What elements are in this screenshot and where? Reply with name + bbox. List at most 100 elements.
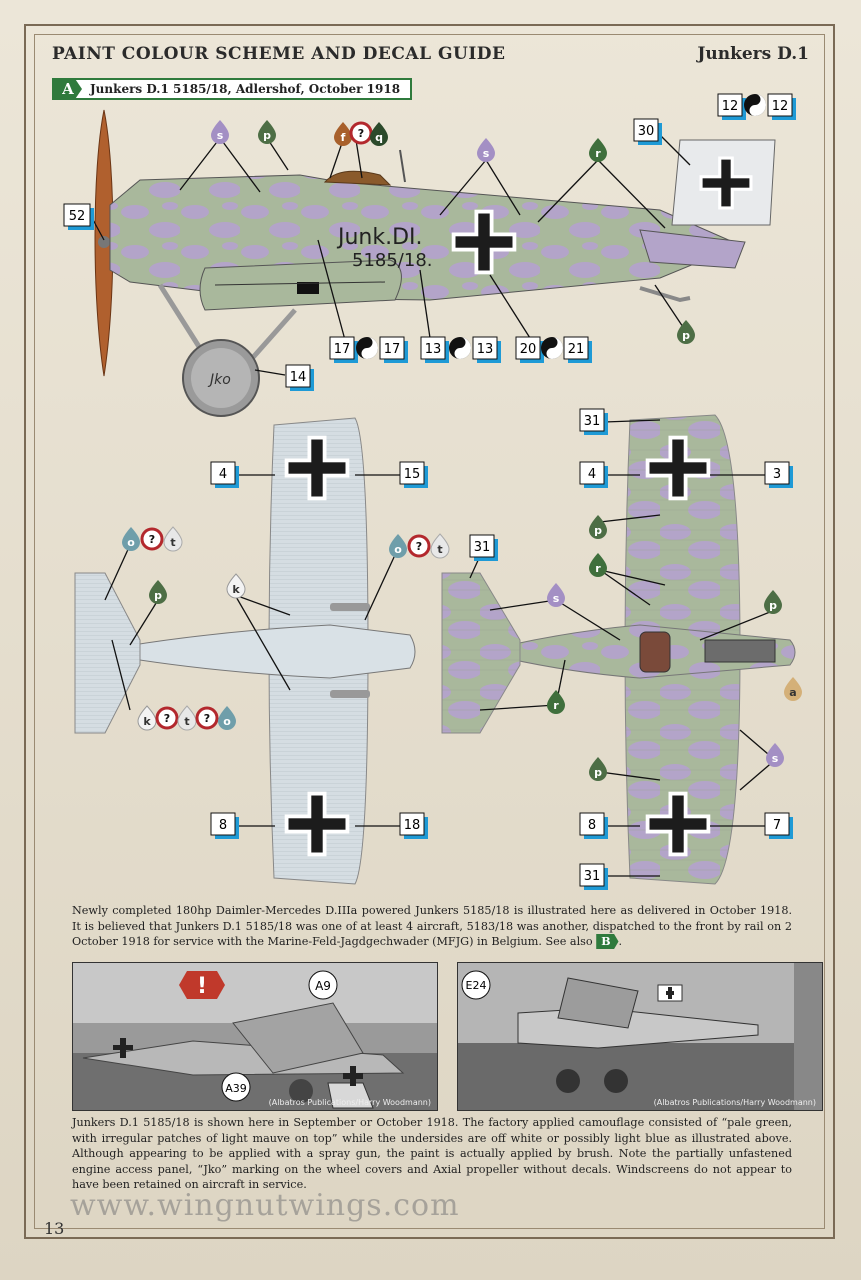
paint-drop-o1: o (122, 527, 140, 551)
paint-drop-p2: p (677, 320, 695, 344)
paint-drop-t2: t (430, 533, 450, 559)
svg-text:q: q (375, 131, 383, 144)
aircraft-type-title: Junkers D.1 (697, 44, 809, 64)
photo-1-image: ! A9 A39 (73, 963, 437, 1110)
svg-text:12: 12 (772, 99, 789, 114)
svg-text:p: p (769, 599, 777, 612)
svg-text:p: p (682, 329, 690, 342)
svg-text:r: r (595, 562, 601, 575)
svg-text:o: o (223, 715, 231, 728)
paint-drop-p4: p (589, 515, 607, 539)
decal-callout-4a: 4 (210, 461, 239, 488)
svg-text:?: ? (149, 533, 155, 546)
svg-text:a: a (789, 686, 796, 699)
photo-2-image: E24 (458, 963, 794, 1110)
scheme-letter-badge: A (54, 80, 82, 98)
both-sides-icons (356, 94, 766, 359)
decal-callout-20: 20 (515, 336, 544, 363)
decal-callout-31c: 31 (579, 863, 608, 890)
paint-unknown-u4: ? (195, 706, 219, 730)
paint-unknown: ? (349, 121, 373, 145)
reference-photo-2: E24 (Albatros Publications/Harry Woodman… (457, 962, 823, 1111)
page-frame-outer (24, 24, 835, 1239)
description-paragraph-1: Newly completed 180hp Daimler-Mercedes D… (72, 904, 792, 949)
svg-text:12: 12 (722, 99, 739, 114)
svg-text:3: 3 (773, 467, 781, 482)
paint-drop-r3: r (547, 690, 565, 714)
decal-callout-31b: 31 (469, 534, 498, 561)
scheme-banner: A Junkers D.1 5185/18, Adlershof, Octobe… (52, 78, 413, 100)
decal-callout-17b: 17 (379, 336, 408, 363)
website-watermark: www.wingnutwings.com (70, 1188, 460, 1223)
photo-callout-e24: E24 (466, 979, 487, 992)
paint-drop-t3: t (177, 705, 197, 731)
svg-text:p: p (263, 129, 271, 142)
svg-text:f: f (341, 131, 346, 144)
photo-2-credit: (Albatros Publications/Harry Woodmann) (653, 1098, 816, 1107)
paint-drop-p3: p (149, 580, 167, 604)
scheme-b-link[interactable]: B (596, 934, 619, 949)
engine-top (704, 639, 776, 663)
svg-text:t: t (170, 536, 175, 549)
svg-text:13: 13 (425, 342, 442, 357)
svg-text:p: p (594, 766, 602, 779)
reference-photo-1: ! A9 A39 (Albatros Publications/Harry Wo… (72, 962, 438, 1111)
wing-access-panel (297, 282, 319, 294)
svg-text:15: 15 (404, 467, 421, 482)
paint-drop-r: r (589, 138, 607, 162)
side-callouts: 52 17 17 13 13 20 21 14 30 12 12 (63, 93, 796, 391)
svg-text:30: 30 (638, 124, 655, 139)
decal-callout-15: 15 (399, 461, 428, 488)
decal-callout-31a: 31 (579, 408, 608, 435)
svg-text:k: k (232, 583, 240, 596)
decal-callout-14: 14 (285, 364, 314, 391)
paint-unknown-u2: ? (407, 534, 431, 558)
decal-callout-12a: 12 (717, 93, 746, 120)
paint-drop-r2: r (589, 553, 607, 577)
paint-drop-k2: k (137, 705, 157, 731)
decal-callout-18: 18 (399, 812, 428, 839)
decal-callout-13b: 13 (472, 336, 501, 363)
decal-callout-3: 3 (764, 461, 793, 488)
svg-text:s: s (217, 129, 224, 142)
paint-drop-p: p (258, 120, 276, 144)
paint-drop-a: a (784, 677, 802, 701)
page-frame-inner (34, 34, 825, 1229)
top-plan (441, 414, 796, 885)
decal-callout-13a: 13 (420, 336, 449, 363)
decal-callout-8a: 8 (210, 812, 239, 839)
underside-tailplane (74, 572, 141, 734)
svg-text:31: 31 (474, 540, 491, 555)
svg-text:31: 31 (584, 869, 601, 884)
page-title: PAINT COLOUR SCHEME AND DECAL GUIDE (52, 44, 506, 64)
fuselage-marking: Junk.DI. (336, 225, 423, 250)
svg-text:o: o (127, 536, 135, 549)
svg-text:4: 4 (219, 467, 227, 482)
svg-text:r: r (553, 699, 559, 712)
paint-drop-s4: s (766, 743, 784, 767)
top-fuselage (479, 624, 796, 679)
svg-text:8: 8 (219, 818, 227, 833)
warning-callout: ! (197, 974, 207, 999)
svg-text:13: 13 (477, 342, 494, 357)
description-paragraph-2: Junkers D.1 5185/18 is shown here in Sep… (72, 1116, 792, 1191)
decal-callout-12b: 12 (767, 93, 796, 120)
svg-text:4: 4 (588, 467, 596, 482)
paint-drop-s2: s (477, 138, 495, 162)
photo-1-credit: (Albatros Publications/Harry Woodmann) (268, 1098, 431, 1107)
svg-text:k: k (143, 715, 151, 728)
paint-unknown-u1: ? (140, 527, 164, 551)
paint-drop-f: f (334, 122, 352, 146)
cockpit-top (639, 631, 671, 673)
svg-text:?: ? (358, 127, 364, 140)
svg-text:r: r (595, 147, 601, 160)
paint-drop-p5: p (764, 590, 782, 614)
tailplane-side (639, 229, 746, 269)
svg-text:o: o (394, 543, 402, 556)
photo-callout-a39: A39 (225, 1082, 247, 1095)
svg-text:8: 8 (588, 818, 596, 833)
side-profile: Junk.DI. 5185/18. Jko (94, 109, 776, 417)
svg-text:18: 18 (404, 818, 421, 833)
svg-text:17: 17 (384, 342, 401, 357)
